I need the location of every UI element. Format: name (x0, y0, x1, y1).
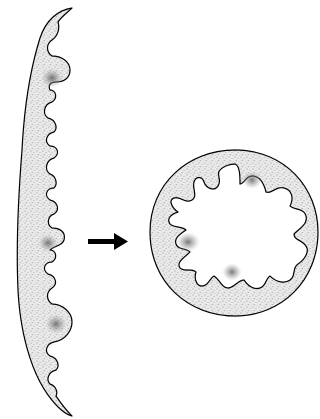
nucleus-spot (45, 314, 67, 334)
arrow-shaft (88, 239, 116, 244)
folded-ring (150, 150, 318, 316)
arrow-head (114, 233, 128, 250)
nucleus-spot (38, 234, 58, 252)
folded-strip (17, 8, 72, 416)
folded-ring-body (150, 150, 318, 316)
folded-strip-body (17, 8, 72, 416)
right-arrow (88, 233, 128, 250)
nucleus-spot (242, 171, 262, 189)
nucleus-spot (222, 263, 242, 281)
nucleus-spot (41, 68, 63, 88)
nucleus-spot (176, 232, 200, 252)
